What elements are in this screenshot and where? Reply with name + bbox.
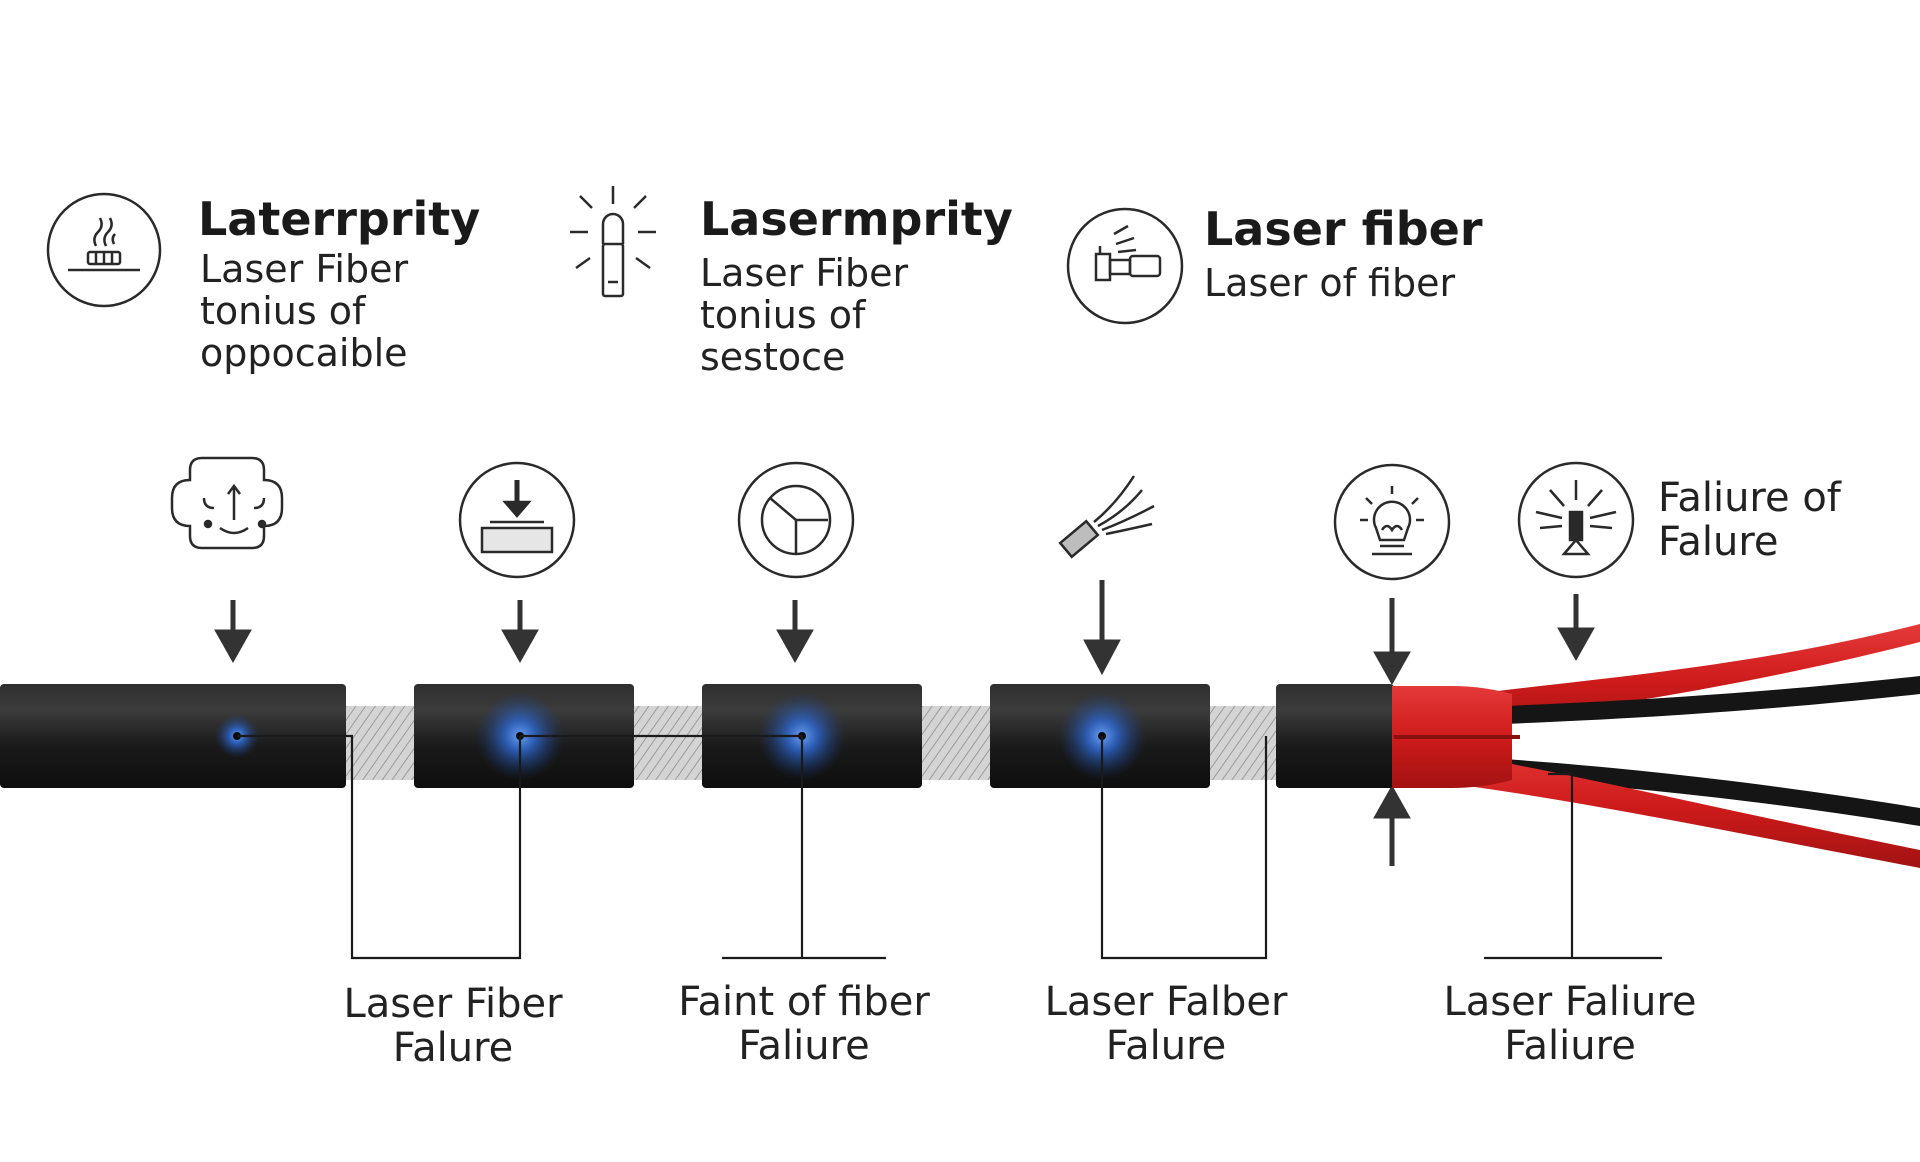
callout-line: Laser Falber <box>1044 979 1288 1025</box>
leader-line-4 <box>1548 772 1574 958</box>
fiber-connector-icon <box>1066 207 1184 325</box>
flare-emitter-icon <box>1517 461 1635 579</box>
legend-title-3: Laser fiber <box>1204 202 1483 256</box>
marker-note-line: Falure <box>1658 519 1779 565</box>
callout-line: Faliure <box>738 1023 870 1069</box>
legend-title-1: Laterrprity <box>198 192 481 246</box>
callout-line: Laser Fiber <box>343 981 563 1027</box>
burning-bulb-icon <box>1333 463 1451 581</box>
legend-desc-3: Laser of fiber <box>1204 262 1455 304</box>
leader-line-3 <box>1100 736 1268 960</box>
shield-segment <box>1206 706 1280 780</box>
marker-note: Faliure of Falure <box>1658 476 1841 564</box>
marker-arrows <box>214 580 1595 866</box>
leader-line-1 <box>237 734 522 960</box>
callout-label-4: Laser Faliure Faliure <box>1443 980 1696 1068</box>
fiber-strands-icon <box>1058 475 1155 559</box>
callout-line: Falure <box>1105 1023 1227 1069</box>
callout-label-3: Laser Falber Falure <box>1045 980 1288 1068</box>
legend-desc-line: Laser Fiber <box>200 247 409 291</box>
shield-segment <box>918 706 992 780</box>
legend-desc-line: oppocaible <box>200 331 408 375</box>
red-wire <box>1380 742 1920 868</box>
jacket-segment <box>1276 684 1394 788</box>
leader-lines <box>237 734 1662 960</box>
down-arrow-icon <box>1557 594 1595 662</box>
black-wire <box>1380 676 1920 728</box>
press-down-icon <box>458 461 576 579</box>
callout-line: Laser Faliure <box>1443 979 1697 1025</box>
callout-label-1: Laser Fiber Falure <box>343 982 562 1070</box>
legend-desc-line: sestoce <box>700 335 846 379</box>
leader-line-2 <box>520 734 804 958</box>
legend-desc-line: Laser Fiber <box>700 251 909 295</box>
callout-line: Falure <box>392 1025 514 1071</box>
callout-line: Faliure <box>1504 1023 1636 1069</box>
light-bulb-icon <box>570 186 656 298</box>
legend-desc-line: tonius of <box>200 289 366 333</box>
down-arrow-icon <box>501 600 539 664</box>
down-arrow-icon <box>776 600 814 664</box>
callout-label-2: Faint of fiber Faliure <box>678 980 930 1068</box>
pie-gauge-icon <box>737 461 855 579</box>
cable <box>0 624 1920 868</box>
jacket-segment <box>0 684 346 788</box>
shield-segment <box>628 706 704 780</box>
down-arrow-icon <box>214 600 252 664</box>
heat-plate-icon <box>46 192 162 308</box>
down-arrow-icon <box>1083 580 1121 676</box>
legend-title-2: Lasermprity <box>700 192 1013 246</box>
marker-note-line: Faliure of <box>1658 475 1841 521</box>
callout-line: Faint of fiber <box>678 979 930 1025</box>
up-arrow-icon <box>1373 784 1411 866</box>
legend-desc-line: Laser of fiber <box>1204 261 1456 305</box>
down-arrow-icon <box>1373 598 1411 686</box>
legend-desc-1: Laser Fiber tonius of oppocaible <box>200 248 408 374</box>
stress-points-icon <box>170 456 284 550</box>
legend-desc-line: tonius of <box>700 293 866 337</box>
legend-desc-2: Laser Fiber tonius of sestoce <box>700 252 908 378</box>
